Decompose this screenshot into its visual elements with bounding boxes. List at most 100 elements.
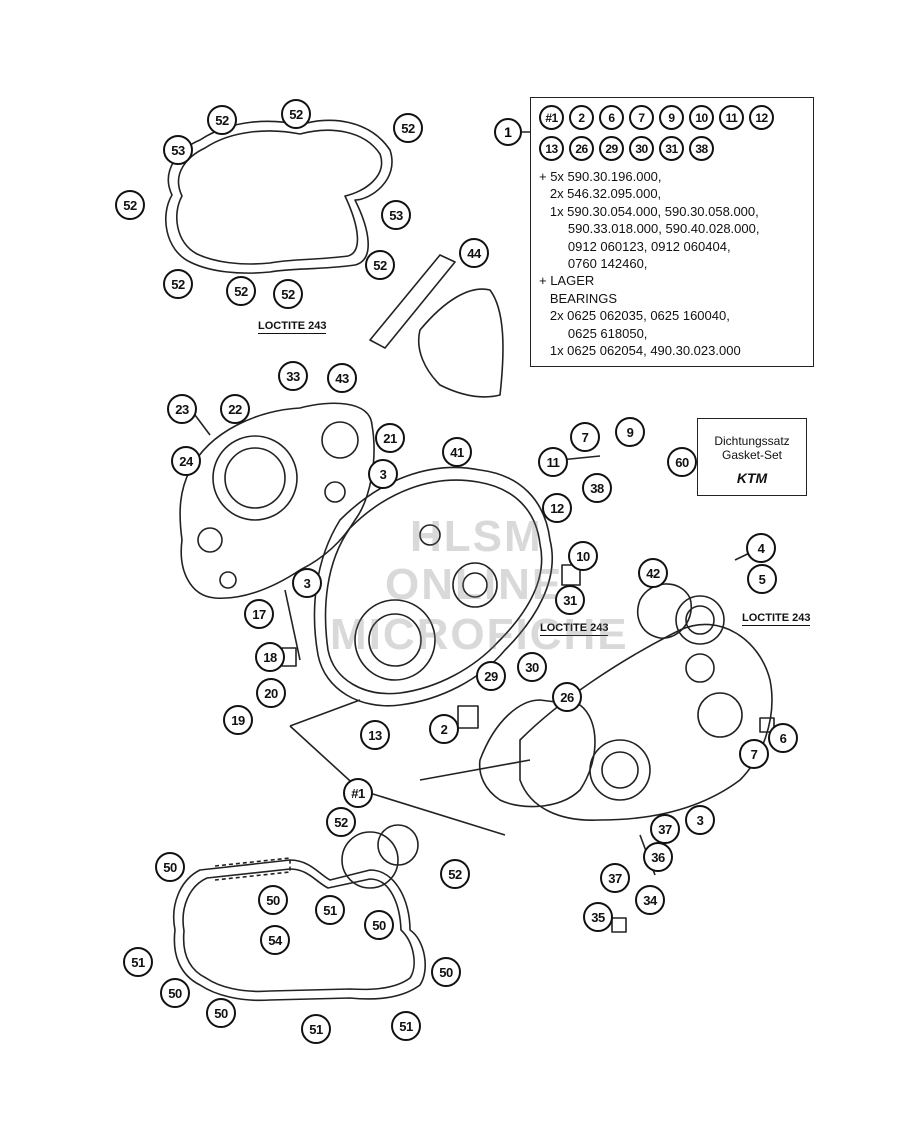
callout-13: 13: [360, 720, 390, 750]
callout-31: 31: [555, 585, 585, 615]
callout-52: 52: [207, 105, 237, 135]
callout-12: 12: [542, 493, 572, 523]
callout-60: 60: [667, 447, 697, 477]
loctite-note: LOCTITE 243: [742, 612, 811, 626]
callout-3: 3: [292, 568, 322, 598]
parts-list-line: + LAGER: [539, 273, 595, 289]
callout-37: 37: [600, 863, 630, 893]
callout-19: 19: [223, 705, 253, 735]
circled-part-number: 29: [599, 136, 624, 161]
parts-list-line: 0760 142460,: [539, 256, 648, 272]
callout-52: 52: [115, 190, 145, 220]
callout-24: 24: [171, 446, 201, 476]
callout-5: 5: [747, 564, 777, 594]
circled-part-number: 6: [599, 105, 624, 130]
callout-51: 51: [391, 1011, 421, 1041]
callout-50: 50: [258, 885, 288, 915]
callout-52: 52: [281, 99, 311, 129]
callout-43: 43: [327, 363, 357, 393]
circled-part-number: 2: [569, 105, 594, 130]
circled-part-number: 26: [569, 136, 594, 161]
callout-54: 54: [260, 925, 290, 955]
callout-3: 3: [685, 805, 715, 835]
callout-18: 18: [255, 642, 285, 672]
circled-part-number: 10: [689, 105, 714, 130]
circled-part-number: 30: [629, 136, 654, 161]
callout-20: 20: [256, 678, 286, 708]
callout-52: 52: [326, 807, 356, 837]
watermark-line: MICROFICHE: [330, 610, 629, 659]
callout-26: 26: [552, 682, 582, 712]
circled-part-number: 9: [659, 105, 684, 130]
parts-list-line: 2x 546.32.095.000,: [539, 186, 662, 202]
loctite-note: LOCTITE 243: [258, 320, 327, 334]
callout-51: 51: [123, 947, 153, 977]
callout-2: 2: [429, 714, 459, 744]
left-crankcase-half: [313, 466, 554, 707]
callout-35: 35: [583, 902, 613, 932]
callout-41: 41: [442, 437, 472, 467]
callout-37: 37: [650, 814, 680, 844]
callout-10: 10: [568, 541, 598, 571]
callout-23: 23: [167, 394, 197, 424]
bracket: [369, 254, 456, 349]
callout-53: 53: [163, 135, 193, 165]
circled-part-number: #1: [539, 105, 564, 130]
kit-title-de: Dichtungssatz: [714, 434, 790, 448]
parts-list-line: BEARINGS: [539, 290, 618, 306]
watermark-line: HLSM: [410, 512, 543, 561]
circled-part-number: 13: [539, 136, 564, 161]
gasket-kit-box: Dichtungssatz Gasket-Set KTM: [697, 418, 807, 496]
callout-29: 29: [476, 661, 506, 691]
callout-51: 51: [315, 895, 345, 925]
ignition-cover-gasket: [173, 859, 426, 1002]
callout-11: 11: [538, 447, 568, 477]
callout-52: 52: [440, 859, 470, 889]
callout-52: 52: [273, 279, 303, 309]
loctite-note: LOCTITE 243: [540, 622, 609, 636]
callout-50: 50: [431, 957, 461, 987]
callout-53: 53: [381, 200, 411, 230]
callout-50: 50: [206, 998, 236, 1028]
parts-list-line: 1x 590.30.054.000, 590.30.058.000,: [539, 203, 759, 219]
circled-part-number: 38: [689, 136, 714, 161]
callout-7: 7: [570, 422, 600, 452]
callout-50: 50: [364, 910, 394, 940]
center-gasket: [478, 699, 596, 808]
callout-7: 7: [739, 739, 769, 769]
callout-21: 21: [375, 423, 405, 453]
info-box-ref-label: 1: [494, 118, 522, 146]
callout-17: 17: [244, 599, 274, 629]
callout-4: 4: [746, 533, 776, 563]
callout-3: 3: [368, 459, 398, 489]
circled-part-number: 7: [629, 105, 654, 130]
callout-50: 50: [155, 852, 185, 882]
circled-part-number: 31: [659, 136, 684, 161]
parts-list-line: 2x 0625 062035, 0625 160040,: [539, 308, 730, 324]
callout-34: 34: [635, 885, 665, 915]
cylinder-base-gasket: [636, 583, 693, 639]
kit-title-en: Gasket-Set: [721, 448, 783, 462]
callout-33: 33: [278, 361, 308, 391]
parts-list-line: 590.33.018.000, 590.40.028.000,: [539, 221, 760, 237]
callout-36: 36: [643, 842, 673, 872]
callout-52: 52: [365, 250, 395, 280]
ktm-logo: KTM: [736, 470, 768, 486]
callout-6: 6: [768, 723, 798, 753]
parts-list-line: 1x 0625 062054, 490.30.023.000: [539, 343, 741, 359]
parts-list-line: 0625 618050,: [539, 325, 648, 341]
callout-44: 44: [459, 238, 489, 268]
callout-51: 51: [301, 1014, 331, 1044]
callout-52: 52: [393, 113, 423, 143]
circled-part-number: 11: [719, 105, 744, 130]
callout-kit-1: #1: [343, 778, 373, 808]
callout-52: 52: [226, 276, 256, 306]
callout-30: 30: [517, 652, 547, 682]
parts-list-line: 0912 060123, 0912 060404,: [539, 238, 731, 254]
parts-list-line: + 5x 590.30.196.000,: [539, 169, 662, 184]
watermark-line: ONLINE: [385, 560, 564, 609]
